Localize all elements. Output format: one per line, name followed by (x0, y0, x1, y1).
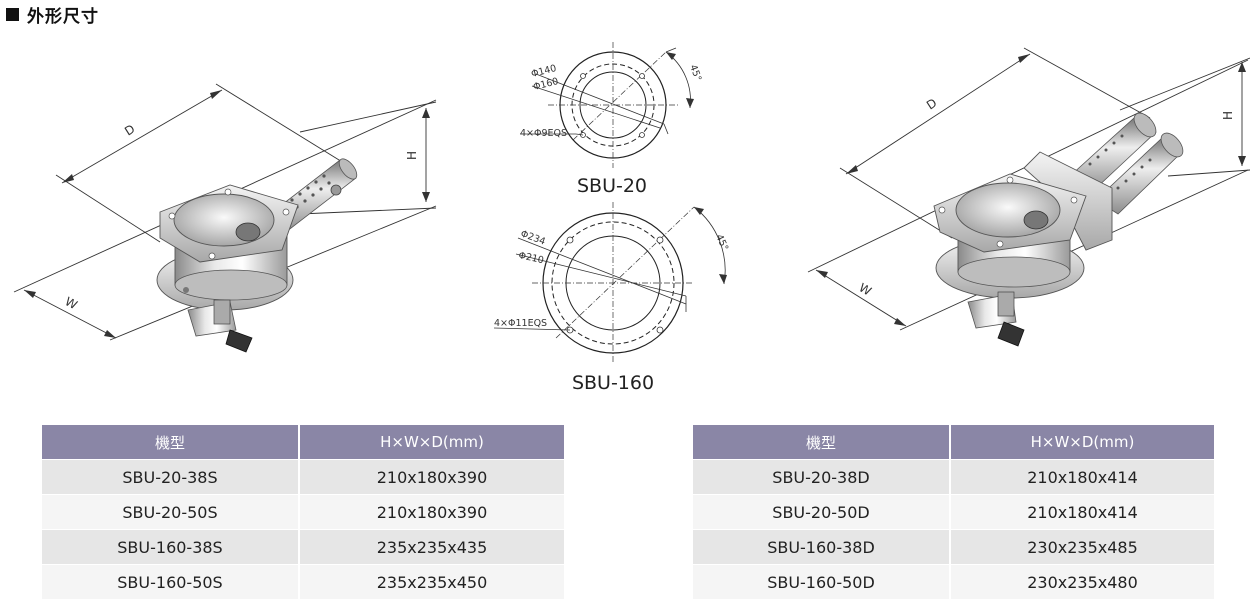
cell-model: SBU-160-50S (42, 564, 300, 599)
section-title: 外形尺寸 (6, 2, 99, 27)
cell-dimensions: 210x180x390 (299, 459, 564, 495)
right-product-drawing (807, 47, 1250, 347)
cell-model: SBU-160-38D (693, 529, 951, 565)
cell-model: SBU-20-50D (693, 494, 951, 530)
right-dim-d-label: D (924, 96, 939, 113)
cell-dimensions: 210x180x390 (299, 494, 564, 530)
cell-dimensions: 230x235x480 (950, 564, 1214, 599)
table-row: SBU-20-38S 210x180x390 (42, 459, 564, 495)
sbu20-model-label: SBU-20 (577, 175, 647, 197)
left-product-drawing (13, 83, 437, 353)
sbu160-angle-label: 45° (713, 233, 730, 253)
table-row: SBU-160-38S 235x235x435 (42, 529, 564, 565)
sbu160-model-label: SBU-160 (572, 372, 654, 394)
cell-model: SBU-20-38D (693, 459, 951, 495)
cell-dimensions: 210x180x414 (950, 494, 1214, 530)
cell-dimensions: 235x235x450 (299, 564, 564, 599)
sbu20-flange-diagram (520, 42, 694, 168)
left-dim-w-label: W (63, 294, 80, 312)
section-title-text: 外形尺寸 (27, 6, 99, 27)
spec-table-double: 機型 H×W×D(mm) SBU-20-38D 210x180x414 SBU-… (693, 425, 1214, 599)
table-row: SBU-20-50S 210x180x390 (42, 494, 564, 530)
sbu160-holes-label: 4×Φ11EQS (494, 318, 547, 329)
header-model: 機型 (42, 425, 300, 460)
header-model: 機型 (693, 425, 951, 460)
left-dim-h-label: H (405, 151, 419, 160)
table-header-row: 機型 H×W×D(mm) (42, 425, 564, 460)
cell-dimensions: 235x235x435 (299, 529, 564, 565)
table-row: SBU-20-50D 210x180x414 (693, 494, 1214, 530)
sbu20-angle-label: 45° (687, 63, 703, 83)
table-row: SBU-160-50S 235x235x450 (42, 564, 564, 599)
left-dim-d-label: D (122, 122, 137, 139)
cell-model: SBU-20-50S (42, 494, 300, 530)
right-dim-w-label: W (857, 280, 874, 298)
cell-dimensions: 210x180x414 (950, 459, 1214, 495)
title-square-icon (6, 7, 19, 21)
sbu160-phi-pcd-label: Φ210 (517, 250, 544, 266)
table-row: SBU-160-50D 230x235x480 (693, 564, 1214, 599)
table-row: SBU-20-38D 210x180x414 (693, 459, 1214, 495)
table-row: SBU-160-38D 230x235x485 (693, 529, 1214, 565)
sbu160-flange-diagram (493, 202, 727, 362)
right-dim-h-label: H (1221, 111, 1235, 120)
header-dimensions: H×W×D(mm) (299, 425, 564, 460)
cell-model: SBU-160-50D (693, 564, 951, 599)
sbu160-phi-outer-label: Φ234 (519, 228, 547, 247)
header-dimensions: H×W×D(mm) (950, 425, 1214, 460)
cell-model: SBU-20-38S (42, 459, 300, 495)
table-header-row: 機型 H×W×D(mm) (693, 425, 1214, 460)
spec-table-single: 機型 H×W×D(mm) SBU-20-38S 210x180x390 SBU-… (42, 425, 564, 599)
cell-model: SBU-160-38S (42, 529, 300, 565)
cell-dimensions: 230x235x485 (950, 529, 1214, 565)
sbu20-holes-label: 4×Φ9EQS (520, 128, 567, 139)
